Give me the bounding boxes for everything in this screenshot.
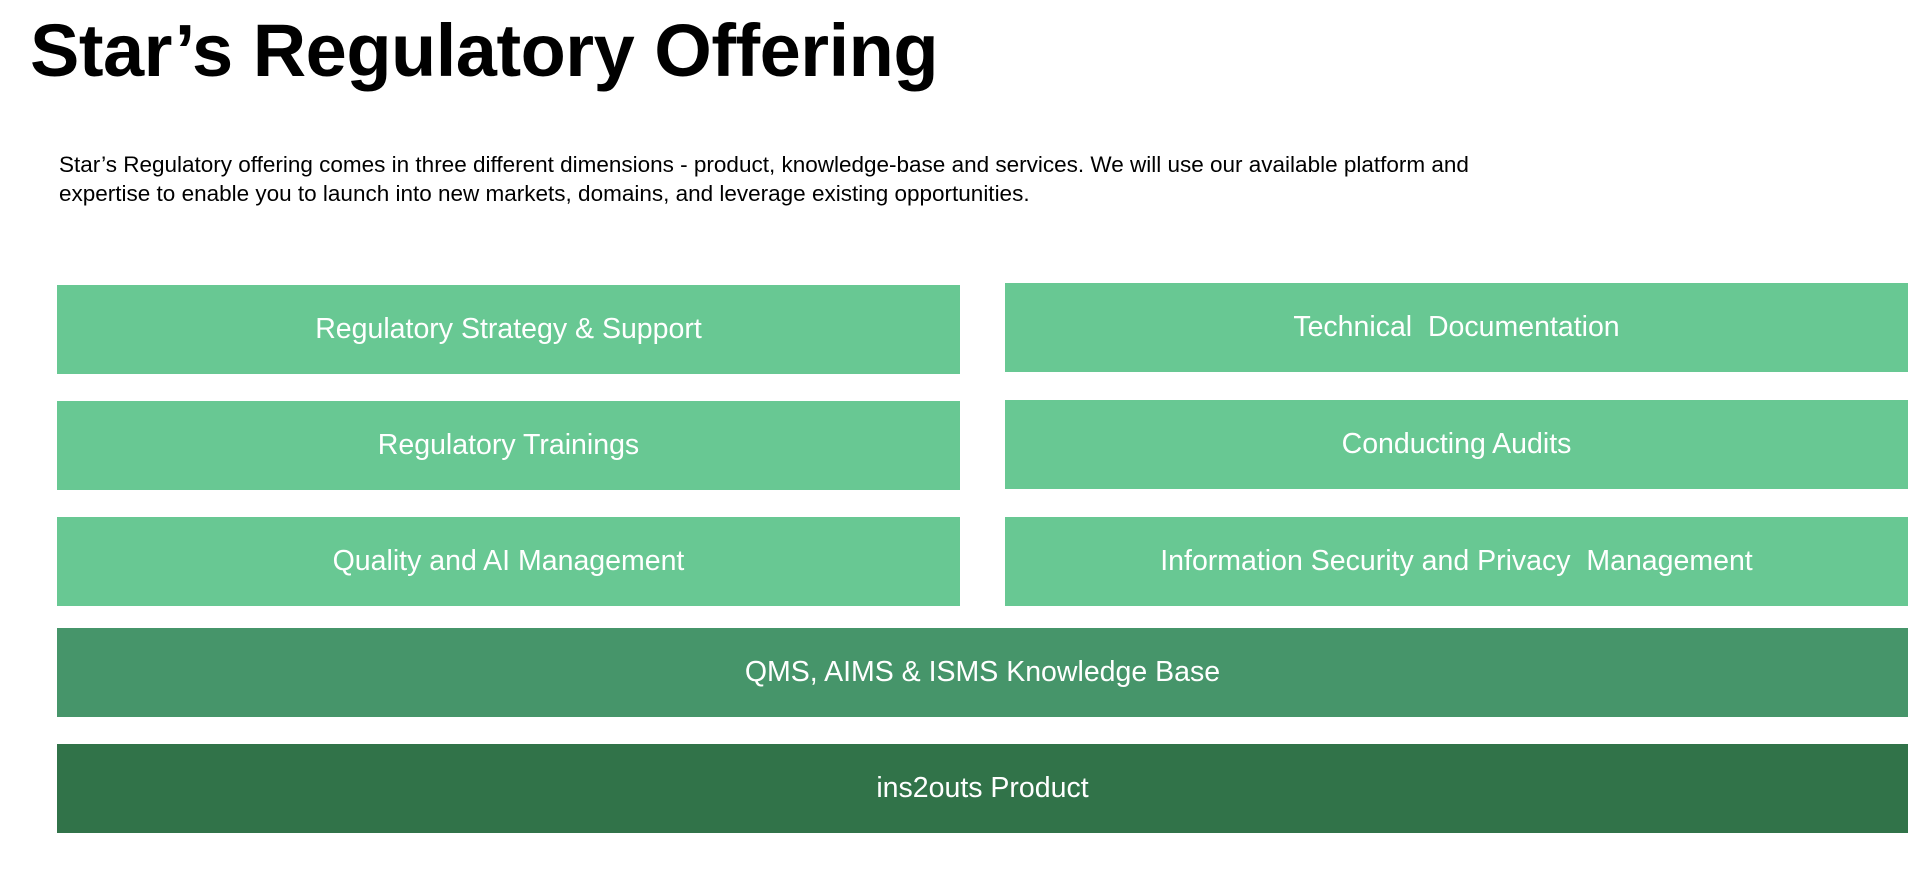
technical-documentation-box: Technical Documentation — [1005, 283, 1908, 372]
page-title: Star’s Regulatory Offering — [30, 9, 939, 92]
quality-ai-management-box: Quality and AI Management — [57, 517, 960, 606]
regulatory-trainings-box: Regulatory Trainings — [57, 401, 960, 490]
intro-paragraph: Star’s Regulatory offering comes in thre… — [59, 150, 1559, 208]
intro-line-2: expertise to enable you to launch into n… — [59, 181, 1030, 206]
intro-line-1: Star’s Regulatory offering comes in thre… — [59, 152, 1469, 177]
knowledge-base-box: QMS, AIMS & ISMS Knowledge Base — [57, 628, 1908, 717]
conducting-audits-box: Conducting Audits — [1005, 400, 1908, 489]
product-box: ins2outs Product — [57, 744, 1908, 833]
regulatory-strategy-box: Regulatory Strategy & Support — [57, 285, 960, 374]
infosec-privacy-management-box: Information Security and Privacy Managem… — [1005, 517, 1908, 606]
